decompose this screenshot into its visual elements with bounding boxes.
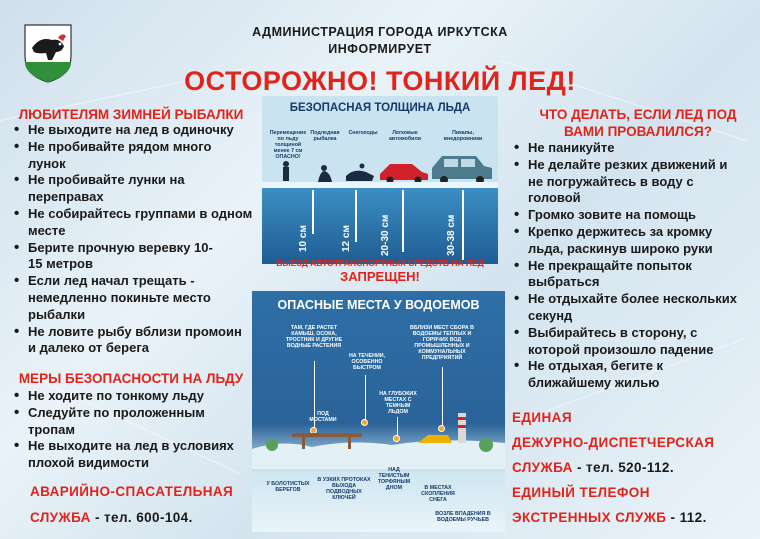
hazard-label: ВБЛИЗИ МЕСТ СБОРА В ВОДОЕМЫ ТЕПЛЫХ И ГОР… bbox=[410, 325, 474, 361]
list-item: Не ходите по тонкому льду bbox=[10, 388, 256, 405]
column-label: Легковые автомобили bbox=[388, 130, 422, 142]
hazard-label: НАД ТЕНИСТЫМ ТОРФЯНЫМ ДНОМ bbox=[377, 467, 411, 491]
list-item: Если лед начал трещать - немедленно поки… bbox=[10, 273, 250, 323]
depth-marker bbox=[402, 190, 404, 252]
leader-line bbox=[314, 361, 315, 431]
depth-label: 30-38 см bbox=[446, 214, 457, 256]
hazard-label: ВОЗЛЕ ВПАДЕНИЯ В ВОДОЕМЫ РУЧЬЕВ bbox=[435, 511, 491, 523]
hazards-infographic: ОПАСНЫЕ МЕСТА У ВОДОЕМОВ ТАМ, ГДЕ РАСТЕТ… bbox=[252, 291, 505, 532]
hazard-label: НА ГЛУБОКИХ МЕСТАХ С ТЕМНЫМ ЛЬДОМ bbox=[379, 391, 417, 415]
dispatch-service-line2: ДЕЖУРНО-ДИСПЕТЧЕРСКАЯ bbox=[512, 435, 715, 450]
list-item: Не отдыхайте более нескольких секунд bbox=[510, 291, 750, 325]
list-item: Не выходите на лед в одиночку bbox=[10, 122, 256, 139]
hazard-label: В УЗКИХ ПРОТОКАХ ВЫХОДА ПОДВОДНЫХ КЛЮЧЕЙ bbox=[317, 477, 371, 501]
hazard-pin-icon bbox=[438, 425, 445, 432]
landscape-illustration bbox=[252, 413, 505, 469]
list-item: Не собирайтесь группами в одном месте bbox=[10, 206, 256, 240]
vehicles-warning-line2: ЗАПРЕЩЕН! bbox=[340, 269, 420, 284]
rescue-service-phone: СЛУЖБА - тел. 600-104. bbox=[30, 510, 193, 525]
fishing-list: Не выходите на лед в одиночку Не пробива… bbox=[10, 122, 256, 357]
list-item: Следуйте по проложенным тропам bbox=[10, 405, 225, 439]
rescue-service-label: СЛУЖБА bbox=[30, 510, 91, 525]
leader-line bbox=[365, 375, 366, 421]
emergency-phone-number: - 112. bbox=[666, 510, 707, 525]
depth-label: 20-30 см bbox=[380, 214, 391, 256]
dispatch-service-label: СЛУЖБА bbox=[512, 460, 573, 475]
list-item: Берите прочную веревку 10-15 метров bbox=[10, 240, 225, 274]
list-item: Громко зовите на помощь bbox=[510, 207, 756, 224]
ice-fall-section-title: ЧТО ДЕЛАТЬ, ЕСЛИ ЛЕД ПОД ВАМИ ПРОВАЛИЛСЯ… bbox=[539, 107, 737, 139]
vehicles-illustration bbox=[283, 156, 492, 184]
dispatch-service-phone: СЛУЖБА - тел. 520-112. bbox=[512, 460, 674, 475]
hazard-label: В МЕСТАХ СКОПЛЕНИЯ СНЕГА bbox=[421, 485, 455, 503]
hazard-label: ПОД МОСТАМИ bbox=[309, 411, 337, 423]
column-label: Подледная рыбалка bbox=[310, 130, 340, 142]
rescue-service-line1: АВАРИЙНО-СПАСАТЕЛЬНАЯ bbox=[30, 484, 234, 499]
list-item: Не отдыхая, бегите к ближайшему жилью bbox=[510, 358, 710, 392]
leader-line bbox=[397, 417, 398, 437]
leader-line bbox=[442, 367, 443, 427]
list-item: Не пробивайте лунки на переправах bbox=[10, 172, 225, 206]
list-item: Не паникуйте bbox=[510, 140, 756, 157]
list-item: Выбирайтесь в сторону, с которой произош… bbox=[510, 325, 730, 359]
emergency-phone-line2: ЭКСТРЕННЫХ СЛУЖБ - 112. bbox=[512, 510, 707, 525]
list-item: Крепко держитесь за кромку льда, раскину… bbox=[510, 224, 738, 258]
depth-label: 12 см bbox=[341, 225, 352, 252]
emergency-phone-line1: ЕДИНЫЙ ТЕЛЕФОН bbox=[512, 485, 650, 500]
rescue-service-number: - тел. 600-104. bbox=[90, 510, 193, 525]
irkutsk-coat-of-arms-icon bbox=[24, 24, 72, 83]
hazards-title: ОПАСНЫЕ МЕСТА У ВОДОЕМОВ bbox=[277, 298, 480, 312]
hazard-pin-icon bbox=[393, 435, 400, 442]
hazard-label: У БОЛОТИСТЫХ БЕРЕГОВ bbox=[266, 481, 310, 493]
water-layer bbox=[262, 188, 498, 264]
safety-list: Не ходите по тонкому льду Следуйте по пр… bbox=[10, 388, 256, 472]
hazard-label: ТАМ, ГДЕ РАСТЕТ КАМЫШ, ОСОКА, ТРОСТНИК И… bbox=[285, 325, 343, 349]
dispatch-service-line1: ЕДИНАЯ bbox=[512, 410, 572, 425]
column-label: Пикапы, внедорожники bbox=[443, 130, 483, 142]
depth-marker bbox=[462, 190, 464, 260]
hazard-pin-icon bbox=[361, 419, 368, 426]
hazard-label: НА ТЕЧЕНИИ, ОСОБЕННО БЫСТРОМ bbox=[348, 353, 386, 371]
depth-marker bbox=[355, 190, 357, 242]
safety-section-title: МЕРЫ БЕЗОПАСНОСТИ НА ЛЬДУ bbox=[18, 371, 244, 386]
column-label: Снегоходы bbox=[348, 130, 378, 136]
ice-thickness-title: БЕЗОПАСНАЯ ТОЛЩИНА ЛЬДА bbox=[289, 102, 471, 114]
header-informs: ИНФОРМИРУЕТ bbox=[328, 42, 432, 56]
list-item: Не выходите на лед в условиях плохой вид… bbox=[10, 438, 256, 472]
list-item: Не делайте резких движений и не погружай… bbox=[510, 157, 740, 207]
ice-fall-list: Не паникуйте Не делайте резких движений … bbox=[510, 140, 756, 392]
header-administration: АДМИНИСТРАЦИЯ ГОРОДА ИРКУТСКА bbox=[252, 25, 508, 39]
list-item: Не прекращайте попыток выбраться bbox=[510, 258, 732, 292]
list-item: Не ловите рыбу вблизи промоин и далеко о… bbox=[10, 324, 250, 358]
dispatch-service-number: - тел. 520-112. bbox=[572, 460, 674, 475]
fishing-section-title: ЛЮБИТЕЛЯМ ЗИМНЕЙ РЫБАЛКИ bbox=[18, 107, 244, 122]
emergency-phone-label: ЭКСТРЕННЫХ СЛУЖБ bbox=[512, 510, 667, 525]
depth-marker bbox=[312, 190, 314, 234]
ice-thickness-infographic: БЕЗОПАСНАЯ ТОЛЩИНА ЛЬДА Перемещение по л… bbox=[262, 96, 498, 264]
page-title: ОСТОРОЖНО! ТОНКИЙ ЛЕД! bbox=[184, 66, 576, 96]
vehicles-warning-line1: ВЫЕЗД АВТОТРАНСПОРТНЫХ СРЕДСТВ НА ЛЕД bbox=[276, 258, 484, 268]
depth-label: 10 см bbox=[298, 225, 309, 252]
list-item: Не пробивайте рядом много лунок bbox=[10, 139, 220, 173]
column-label: Перемещение по льду толщиной менее 7 см … bbox=[269, 130, 307, 160]
